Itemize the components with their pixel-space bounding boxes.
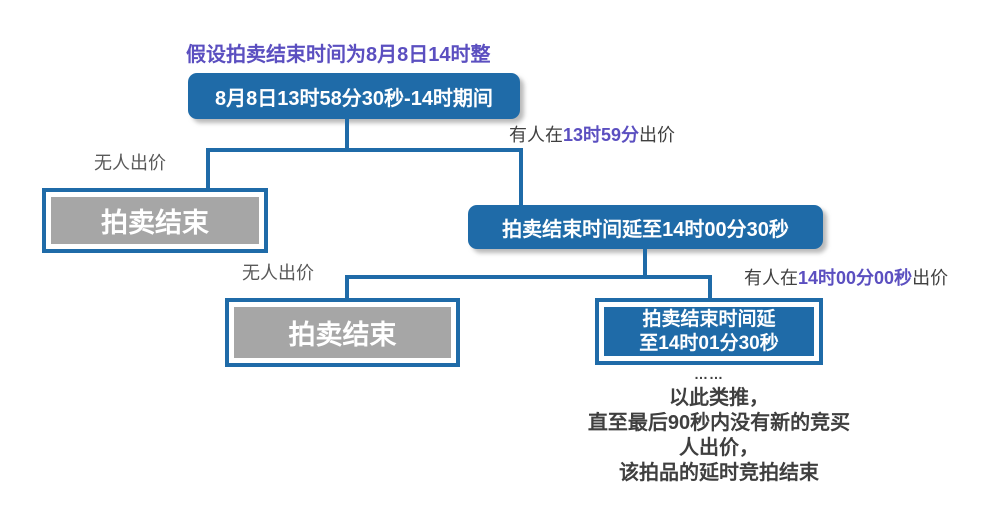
- ellipsis: ……: [694, 366, 724, 382]
- node-root-label: 8月8日13时58分30秒-14时期间: [215, 87, 493, 110]
- branch-label-bid-2: 有人在14时00分00秒出价: [744, 264, 948, 290]
- node-auction-end-2-fill: 拍卖结束: [234, 307, 451, 358]
- bid-1-suffix: 出价: [639, 125, 676, 145]
- node-extend-2-line2: 至14时01分30秒: [639, 332, 779, 354]
- footer-line-1: 以此类推，: [669, 387, 769, 409]
- branch-label-no-bid-1: 无人出价: [94, 153, 166, 173]
- branch-label-no-bid-2: 无人出价: [242, 263, 314, 283]
- node-extend-2-fill: 拍卖结束时间延 至14时01分30秒: [604, 307, 814, 356]
- footer-line-4: 该拍品的延时竞拍结束: [619, 462, 819, 484]
- bid-2-suffix: 出价: [912, 268, 949, 288]
- connector-1-stem: [345, 118, 349, 150]
- footer-note: 以此类推， 直至最后90秒内没有新的竞买 人出价， 该拍品的延时竞拍结束: [539, 386, 899, 486]
- branch-label-bid-1: 有人在13时59分出价: [509, 121, 675, 147]
- bid-1-time: 13时59分: [563, 125, 640, 145]
- assumption-title: 假设拍卖结束时间为8月8日14时整: [186, 44, 491, 66]
- connector-2-stem: [643, 246, 647, 277]
- node-auction-end-1-fill: 拍卖结束: [51, 197, 259, 244]
- connector-2-bar: [345, 275, 712, 279]
- node-auction-end-2-label: 拍卖结束: [288, 320, 397, 350]
- bid-2-time: 14时00分00秒: [798, 268, 913, 288]
- connector-1-left: [206, 148, 210, 192]
- node-extend-2: 拍卖结束时间延 至14时01分30秒: [595, 298, 823, 365]
- bid-1-prefix: 有人在: [509, 125, 563, 145]
- bid-2-prefix: 有人在: [744, 268, 798, 288]
- node-auction-end-1: 拍卖结束: [42, 188, 268, 253]
- footer-line-3: 人出价，: [679, 437, 759, 459]
- connector-1-right: [519, 148, 523, 208]
- node-auction-end-2: 拍卖结束: [225, 298, 460, 367]
- node-extend-1: 拍卖结束时间延至14时00分30秒: [468, 205, 823, 249]
- connector-2-left: [345, 275, 349, 302]
- footer-line-2: 直至最后90秒内没有新的竞买: [587, 412, 851, 434]
- connector-2-right: [708, 275, 712, 302]
- node-root-time-window: 8月8日13时58分30秒-14时期间: [188, 73, 520, 119]
- node-auction-end-1-label: 拍卖结束: [101, 208, 209, 238]
- node-extend-2-line1: 拍卖结束时间延: [642, 308, 776, 330]
- node-extend-1-label: 拍卖结束时间延至14时00分30秒: [502, 218, 789, 241]
- connector-1-bar: [206, 148, 523, 152]
